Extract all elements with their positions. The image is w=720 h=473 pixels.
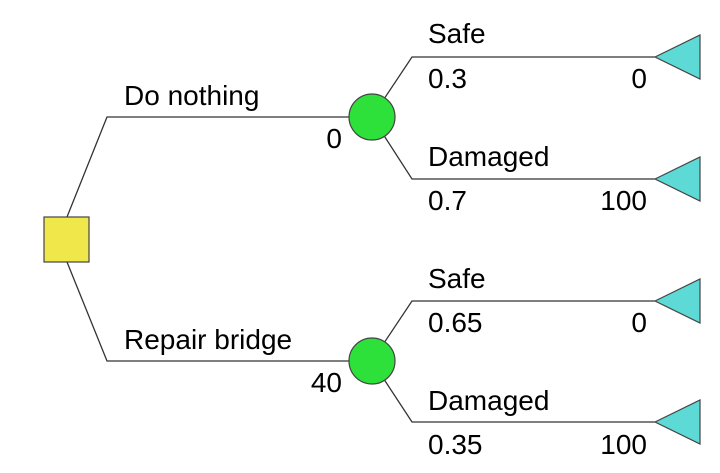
outcome-label: Damaged	[428, 141, 549, 172]
branch-label: Repair bridge	[124, 324, 292, 355]
branch-cost: 40	[311, 367, 342, 398]
outcome-probability: 0.3	[428, 63, 467, 94]
chance-node-icon	[348, 337, 396, 385]
outcome-probability: 0.65	[428, 307, 483, 338]
outcome-payoff: 100	[600, 429, 647, 460]
terminal-node-icon	[653, 156, 701, 202]
outcome-label: Safe	[428, 263, 486, 294]
terminal-node-icon	[653, 34, 701, 80]
outcome-probability: 0.35	[428, 429, 483, 460]
outcome-payoff: 100	[600, 185, 647, 216]
outcome-payoff: 0	[631, 307, 647, 338]
branch-cost: 0	[326, 123, 342, 154]
chance-node-icon	[348, 93, 396, 141]
edge-do-nothing-safe	[371, 56, 655, 118]
edge-repair-damaged	[371, 360, 655, 423]
edge-do-nothing	[66, 116, 372, 218]
terminal-node-icon	[653, 399, 701, 445]
edge-repair-safe	[371, 300, 655, 362]
terminal-node-icon	[653, 278, 701, 324]
edge-do-nothing-damaged	[371, 116, 655, 180]
outcome-probability: 0.7	[428, 185, 467, 216]
branch-label: Do nothing	[124, 80, 259, 111]
outcome-payoff: 0	[631, 63, 647, 94]
decision-node-icon	[43, 216, 90, 263]
outcome-label: Damaged	[428, 385, 549, 416]
edge-repair-bridge	[66, 261, 372, 362]
outcome-label: Safe	[428, 18, 486, 49]
